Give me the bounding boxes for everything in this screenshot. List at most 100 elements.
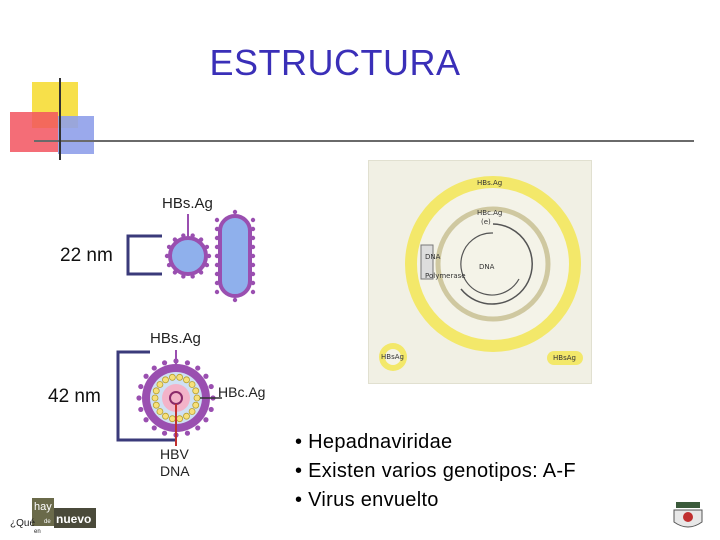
- surface-bead: [195, 365, 200, 370]
- surface-bead: [199, 237, 203, 241]
- label-hbcag: HBc.Ag: [218, 384, 265, 400]
- surface-bead: [251, 227, 255, 231]
- institution-seal: [666, 500, 710, 532]
- surface-bead: [251, 254, 255, 258]
- logo-en: en: [34, 529, 41, 534]
- seal-graphic: [666, 500, 710, 532]
- surface-bead: [177, 374, 183, 380]
- filamentous-particle: [220, 216, 250, 296]
- label-hbsag-mid: HBs.Ag: [150, 330, 201, 347]
- photo-label-hbsag-right: HBsAg: [553, 354, 576, 362]
- bullet-item: • Virus envuelto: [295, 486, 576, 515]
- photo-label-dna-left: DNA: [425, 253, 440, 261]
- surface-bead: [181, 274, 185, 278]
- label-hbsag-top: HBs.Ag: [162, 195, 213, 212]
- surface-bead: [233, 298, 237, 302]
- label-22nm: 22 nm: [60, 245, 113, 267]
- surface-bead: [193, 388, 199, 394]
- logo-nuevo: nuevo: [56, 512, 91, 526]
- surface-bead: [162, 360, 167, 365]
- surface-bead: [251, 290, 255, 294]
- photo-label-hbcag-sub: (e): [481, 218, 491, 226]
- que-hay-de-nuevo-logo: ¿Qué hay de nuevo en: [10, 496, 98, 534]
- surface-bead: [203, 417, 208, 422]
- bullet-list: • Hepadnaviridae • Existen varios genoti…: [295, 428, 576, 515]
- surface-bead: [215, 236, 219, 240]
- surface-bead: [195, 425, 200, 430]
- surface-bead: [190, 233, 194, 237]
- surface-bead: [205, 263, 209, 267]
- surface-bead: [136, 395, 141, 400]
- surface-bead: [209, 384, 214, 389]
- surface-bead: [203, 374, 208, 379]
- logo-hay: hay: [34, 501, 52, 513]
- surface-bead: [215, 227, 219, 231]
- surface-bead: [165, 254, 169, 258]
- photo-label-polymerase: Polymerase: [425, 272, 466, 280]
- bullet-item: • Hepadnaviridae: [295, 428, 576, 457]
- surface-bead: [185, 360, 190, 365]
- logo-de: de: [44, 519, 51, 525]
- surface-bead: [173, 270, 177, 274]
- small-spherical-particle: [170, 238, 206, 274]
- surface-bead: [189, 382, 195, 388]
- surface-bead: [138, 407, 143, 412]
- photo-label-dna-center: DNA: [479, 263, 494, 271]
- surface-bead: [215, 245, 219, 249]
- surface-bead: [207, 254, 211, 258]
- surface-bead: [169, 374, 175, 380]
- surface-bead: [185, 431, 190, 436]
- surface-bead: [233, 210, 237, 214]
- surface-bead: [251, 245, 255, 249]
- logo-que: ¿Qué: [10, 518, 35, 529]
- logo-graphic: ¿Qué hay de nuevo en: [10, 496, 98, 534]
- surface-bead: [169, 416, 175, 422]
- surface-bead: [190, 274, 194, 278]
- surface-bead: [215, 281, 219, 285]
- surface-bead: [177, 416, 183, 422]
- surface-bead: [251, 236, 255, 240]
- surface-bead: [189, 408, 195, 414]
- label-42nm: 42 nm: [48, 386, 101, 408]
- surface-bead: [215, 263, 219, 267]
- surface-bead: [167, 245, 171, 249]
- surface-bead: [173, 237, 177, 241]
- surface-bead: [184, 413, 190, 419]
- surface-bead: [157, 382, 163, 388]
- surface-bead: [205, 245, 209, 249]
- bullet-item: • Existen varios genotipos: A-F: [295, 457, 576, 486]
- surface-bead: [251, 218, 255, 222]
- surface-bead: [152, 365, 157, 370]
- surface-bead: [251, 281, 255, 285]
- surface-bead: [162, 431, 167, 436]
- surface-bead: [163, 413, 169, 419]
- bracket-22nm: [128, 236, 162, 274]
- surface-bead: [251, 272, 255, 276]
- label-hbv: HBV: [160, 446, 189, 462]
- surface-bead: [163, 377, 169, 383]
- virion-drawing: [369, 161, 591, 383]
- surface-bead: [251, 263, 255, 267]
- surface-bead: [215, 254, 219, 258]
- surface-bead: [152, 425, 157, 430]
- photo-label-hbcag: HBc.Ag: [477, 209, 502, 217]
- surface-bead: [215, 272, 219, 276]
- surface-bead: [152, 395, 158, 401]
- photo-label-hbsag-left: HBsAg: [381, 353, 404, 361]
- surface-bead: [209, 407, 214, 412]
- surface-bead: [153, 388, 159, 394]
- virion-illustration: HBs.Ag HBc.Ag (e) DNA Polymerase DNA HBs…: [368, 160, 592, 384]
- surface-bead: [157, 408, 163, 414]
- surface-bead: [181, 233, 185, 237]
- surface-bead: [138, 384, 143, 389]
- surface-bead: [167, 263, 171, 267]
- surface-bead: [215, 290, 219, 294]
- surface-bead: [199, 270, 203, 274]
- photo-label-hbsag: HBs.Ag: [477, 179, 502, 187]
- surface-bead: [143, 374, 148, 379]
- label-dna: DNA: [160, 463, 190, 479]
- surface-bead: [193, 402, 199, 408]
- surface-bead: [194, 395, 200, 401]
- surface-bead: [184, 377, 190, 383]
- surface-bead: [153, 402, 159, 408]
